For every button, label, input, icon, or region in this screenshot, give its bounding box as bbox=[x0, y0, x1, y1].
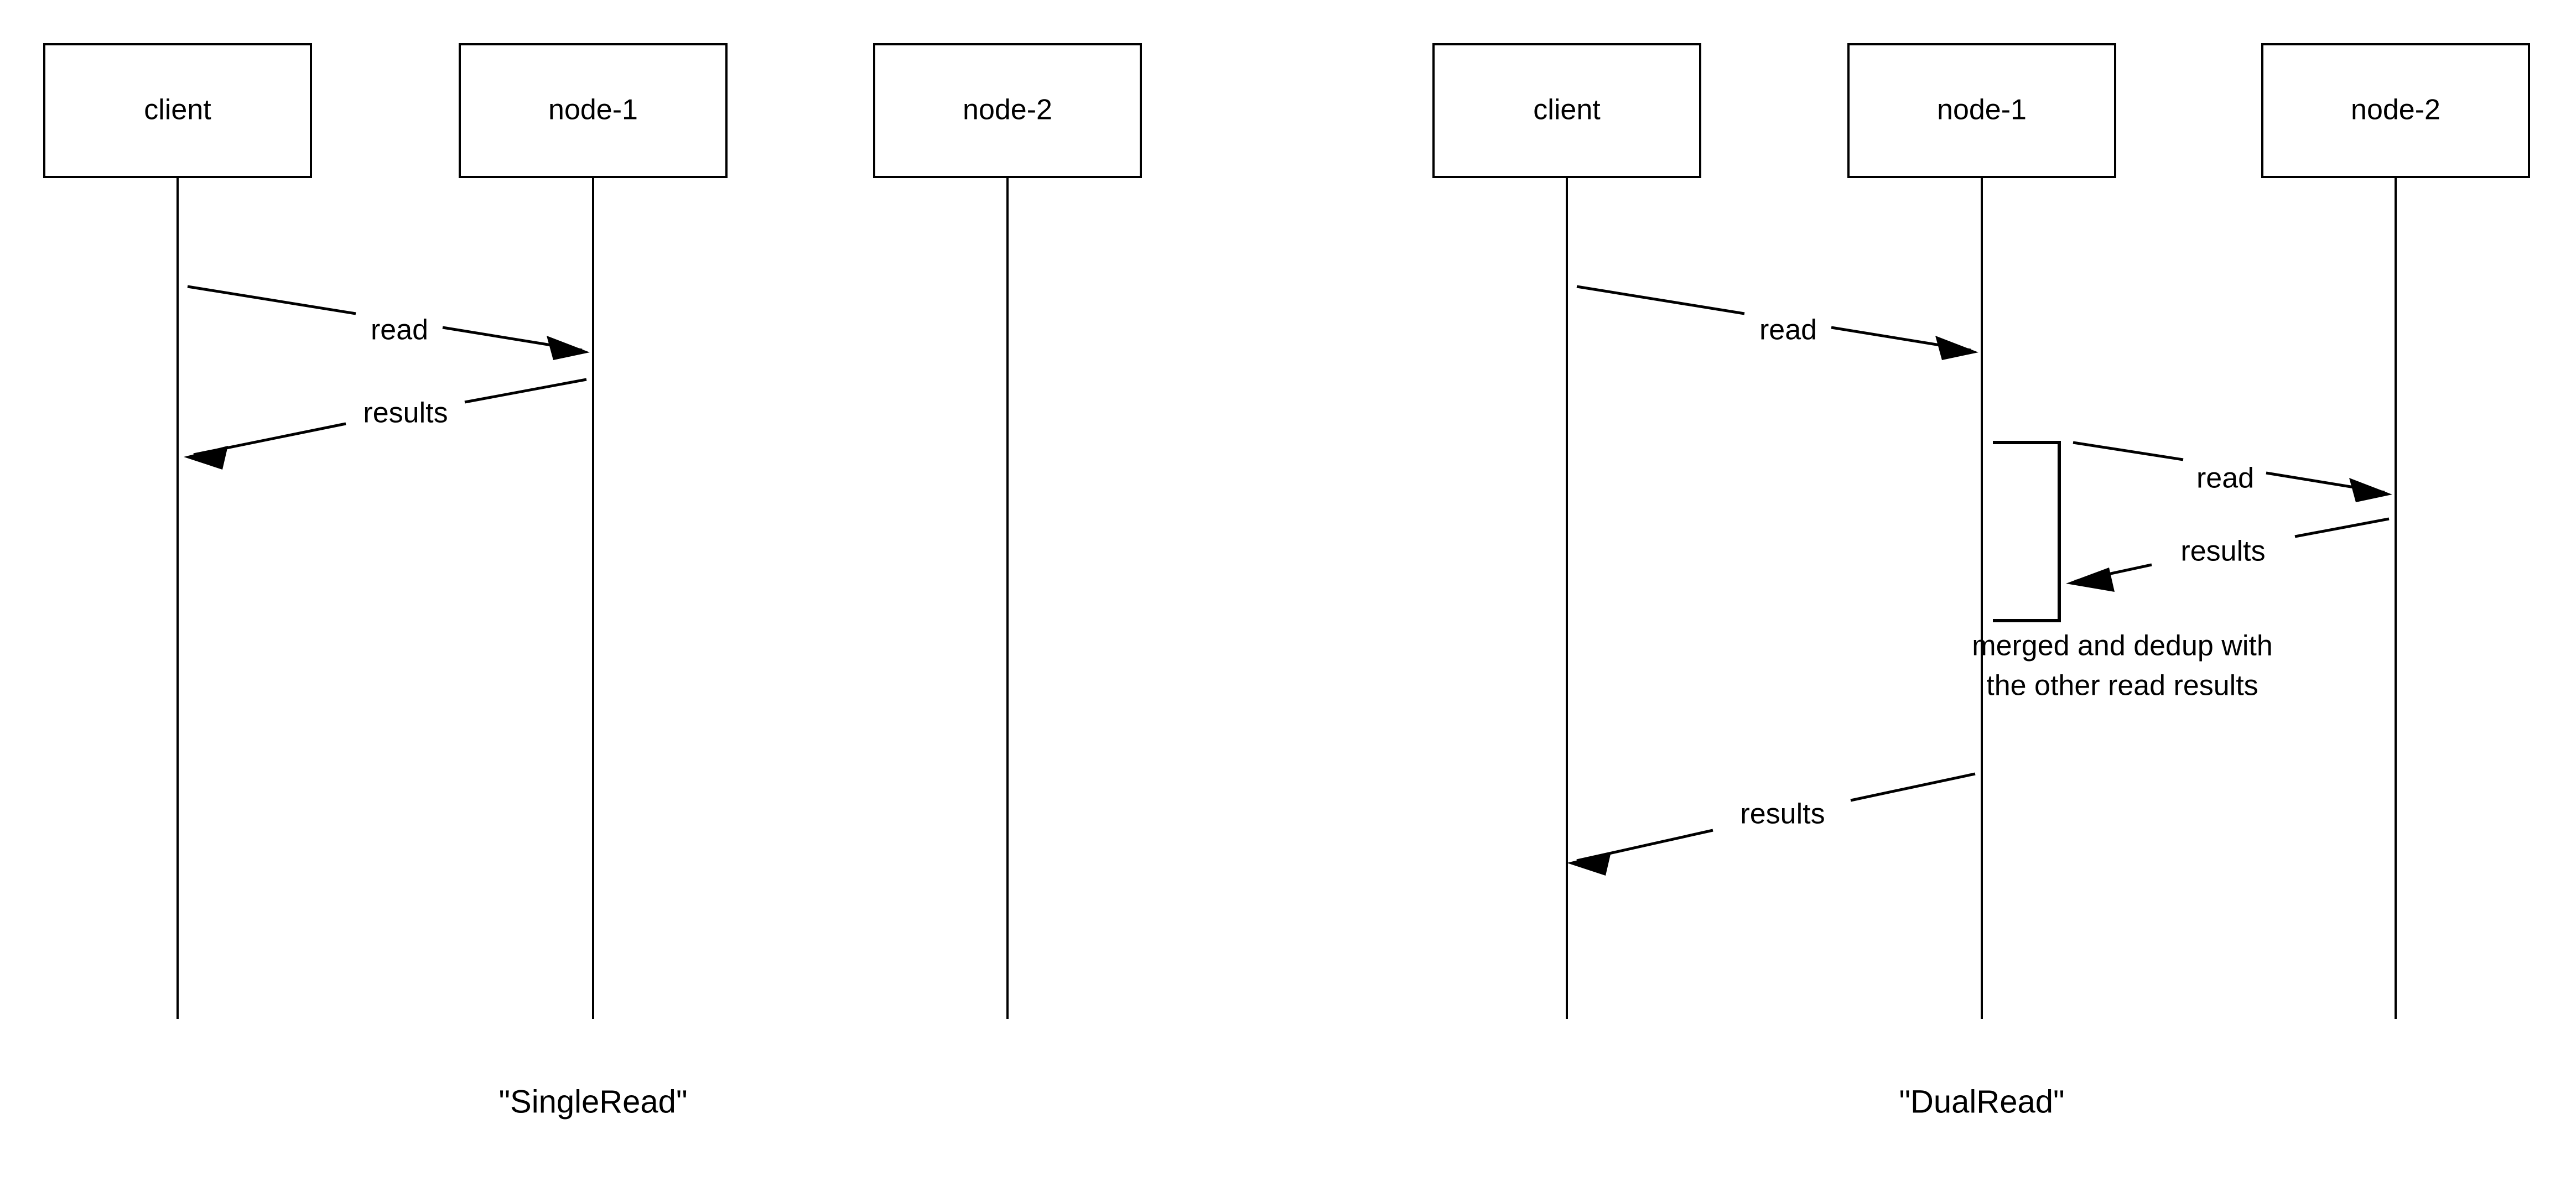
activation-bar-node1-dual bbox=[1993, 441, 2061, 622]
participant-label-node2-single: node-2 bbox=[963, 94, 1052, 126]
participant-box-node1-dual[interactable] bbox=[1847, 43, 2116, 178]
participant-label-client-single: client bbox=[144, 94, 211, 126]
message-read-client-node1-dual[interactable] bbox=[1576, 285, 1978, 360]
message-results-node1-client-dual[interactable] bbox=[1567, 772, 1976, 876]
message-label-read-node1-node2-dual: read bbox=[2196, 462, 2254, 495]
participant-box-node2-dual[interactable] bbox=[2261, 43, 2530, 178]
diagram-caption-single-read: "SingleRead" bbox=[498, 1084, 687, 1120]
participant-label-client-dual: client bbox=[1533, 94, 1601, 126]
message-label-results-node2-node1-dual: results bbox=[2180, 535, 2265, 568]
participant-box-node1-single[interactable] bbox=[459, 43, 728, 178]
participant-label-node1-single: node-1 bbox=[548, 94, 638, 126]
participant-box-client-dual[interactable] bbox=[1432, 43, 1701, 178]
participant-label-node1-dual: node-1 bbox=[1937, 94, 2027, 126]
message-label-read-single: read bbox=[371, 314, 428, 346]
participant-box-node2-single[interactable] bbox=[873, 43, 1142, 178]
participant-label-node2-dual: node-2 bbox=[2351, 94, 2440, 126]
message-label-results-node1-client-dual: results bbox=[1740, 798, 1825, 830]
participant-box-client-single[interactable] bbox=[43, 43, 312, 178]
message-results-node1-client-single[interactable] bbox=[184, 378, 587, 470]
message-label-read-client-node1-dual: read bbox=[1759, 314, 1817, 346]
diagram-single-read: client node-1 node-2 read bbox=[43, 43, 1142, 1120]
message-read-client-node1-single[interactable] bbox=[187, 285, 590, 360]
message-label-results-single: results bbox=[363, 397, 448, 429]
message-read-node1-node2-dual[interactable] bbox=[2073, 441, 2392, 502]
diagram-caption-dual-read: "DualRead" bbox=[1899, 1084, 2064, 1120]
diagram-dual-read: client node-1 node-2 read bbox=[1432, 43, 2530, 1120]
message-results-node2-node1-dual[interactable] bbox=[2066, 517, 2390, 592]
note-line-2-dual: the other read results bbox=[1986, 670, 2258, 702]
note-line-1-dual: merged and dedup with bbox=[1972, 630, 2273, 662]
